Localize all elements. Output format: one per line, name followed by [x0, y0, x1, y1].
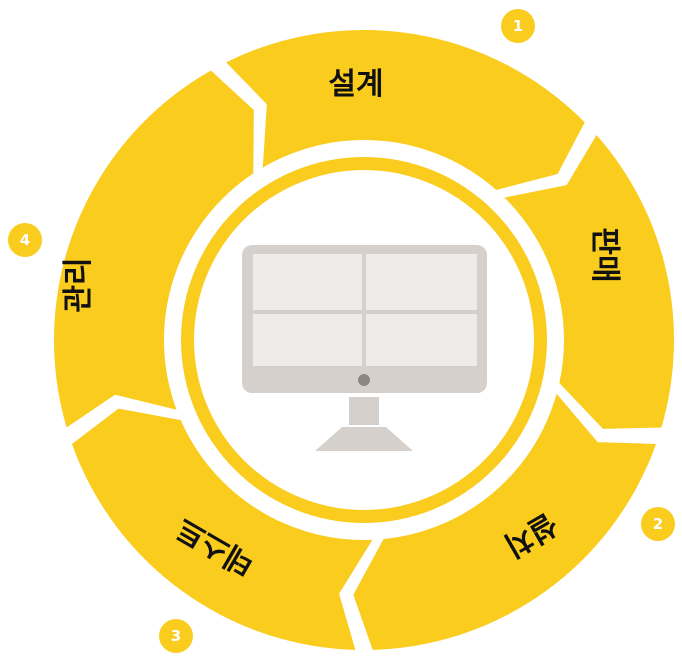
segment-label-design: 설계 [328, 67, 383, 102]
segment-label-manage: 관리 [61, 257, 96, 312]
svg-text:1: 1 [513, 17, 523, 35]
segment-test [71, 408, 373, 650]
step-badge-3: 3 [159, 619, 193, 653]
monitor-icon [242, 245, 487, 451]
ring-segments [54, 29, 674, 650]
svg-text:2: 2 [653, 515, 663, 533]
segment-design [226, 29, 585, 190]
segment-install [353, 393, 657, 650]
step-badge-2: 2 [641, 507, 675, 541]
step-badge-1: 1 [501, 9, 535, 43]
step-badge-4: 4 [8, 223, 42, 257]
segment-label-sales: 판매 [587, 227, 622, 282]
segment-manage [54, 70, 254, 428]
svg-text:4: 4 [20, 231, 30, 249]
segment-sales [504, 134, 674, 429]
svg-text:3: 3 [171, 627, 181, 645]
